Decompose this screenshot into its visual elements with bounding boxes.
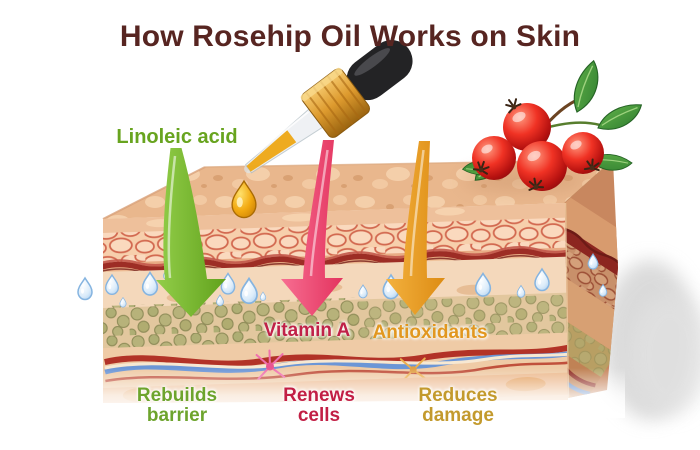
- effect-line: Reduces: [418, 385, 498, 406]
- label-vitamin-a: Vitamin A: [263, 320, 351, 341]
- oil-drop-icon: [231, 179, 257, 219]
- antioxidants-arrow: [386, 141, 445, 315]
- leaf-icon: [594, 103, 645, 132]
- linoleic-acid-arrow: [156, 148, 226, 317]
- skin-side-face: [565, 160, 618, 398]
- bottom-fade: [90, 368, 625, 418]
- vitamin-a-arrow: [281, 140, 343, 316]
- dropper-cap: [300, 67, 370, 138]
- effect-line: damage: [422, 405, 494, 426]
- rosehip-berries-icon: [461, 59, 645, 194]
- effect-line: barrier: [146, 405, 208, 426]
- effect-line: Renews: [283, 385, 355, 406]
- berry: [503, 96, 551, 151]
- cell-layer: [103, 217, 568, 265]
- dropper-icon: [244, 40, 413, 174]
- berry: [517, 141, 567, 194]
- label-antioxidants: Antioxidants: [372, 322, 488, 343]
- block-shadow: [602, 260, 700, 420]
- infographic-title: How Rosehip Oil Works on Skin: [119, 20, 581, 53]
- oil-in-pipette: [246, 130, 297, 172]
- effect-renews-cells: Renews cells: [239, 386, 399, 426]
- effect-reduces-damage: Reduces damage: [378, 386, 538, 426]
- berry: [472, 136, 516, 180]
- effect-line: cells: [297, 405, 341, 426]
- effect-rebuilds-barrier: Rebuilds barrier: [97, 386, 257, 426]
- label-linoleic-acid: Linoleic acid: [116, 126, 238, 148]
- dropper-bulb: [346, 40, 413, 101]
- effect-line: Rebuilds: [136, 385, 218, 406]
- berry: [562, 132, 604, 176]
